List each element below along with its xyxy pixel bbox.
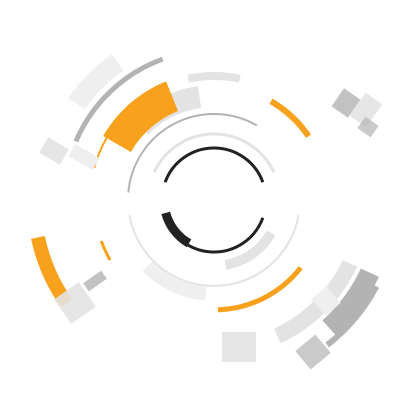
top-light-short-band [187,72,241,83]
outer-left-light-band [68,54,124,110]
left-top-light-block [39,137,69,165]
outer-bottom-right-gray-band [322,268,379,336]
top-orange-band [103,81,179,153]
middle-bottom-thin-arc [128,214,300,287]
left-top-lighter-block [68,143,100,171]
top-right-orange-arc [269,98,311,138]
top-right-light-block [349,92,383,128]
left-bottom-light-block [54,282,96,324]
middle-bottom-light-band [142,261,207,301]
bottom-orange-arc [217,266,303,313]
inner-top-dark-arc [163,146,265,183]
left-top-orange-tick [93,137,108,169]
bottom-right-gray-block [295,334,331,370]
left-bottom-orange-tick [99,240,112,261]
bottom-light-block [222,332,256,362]
top-right-gray-block [331,88,361,118]
inner-bottom-gray-band [224,230,276,270]
middle-top-thin-arc [127,113,258,193]
far-bottom-right-thin-arc [325,284,380,348]
left-bottom-gray-block [83,270,107,292]
inner-top-gray-arc [152,132,276,173]
outer-left-orange-band [31,235,73,308]
inner-bottom-thick-dark-arc [161,211,192,248]
outer-top-gray-arc [73,56,164,143]
bottom-right-lighter-block [311,286,341,316]
top-right-small-block [357,116,379,138]
